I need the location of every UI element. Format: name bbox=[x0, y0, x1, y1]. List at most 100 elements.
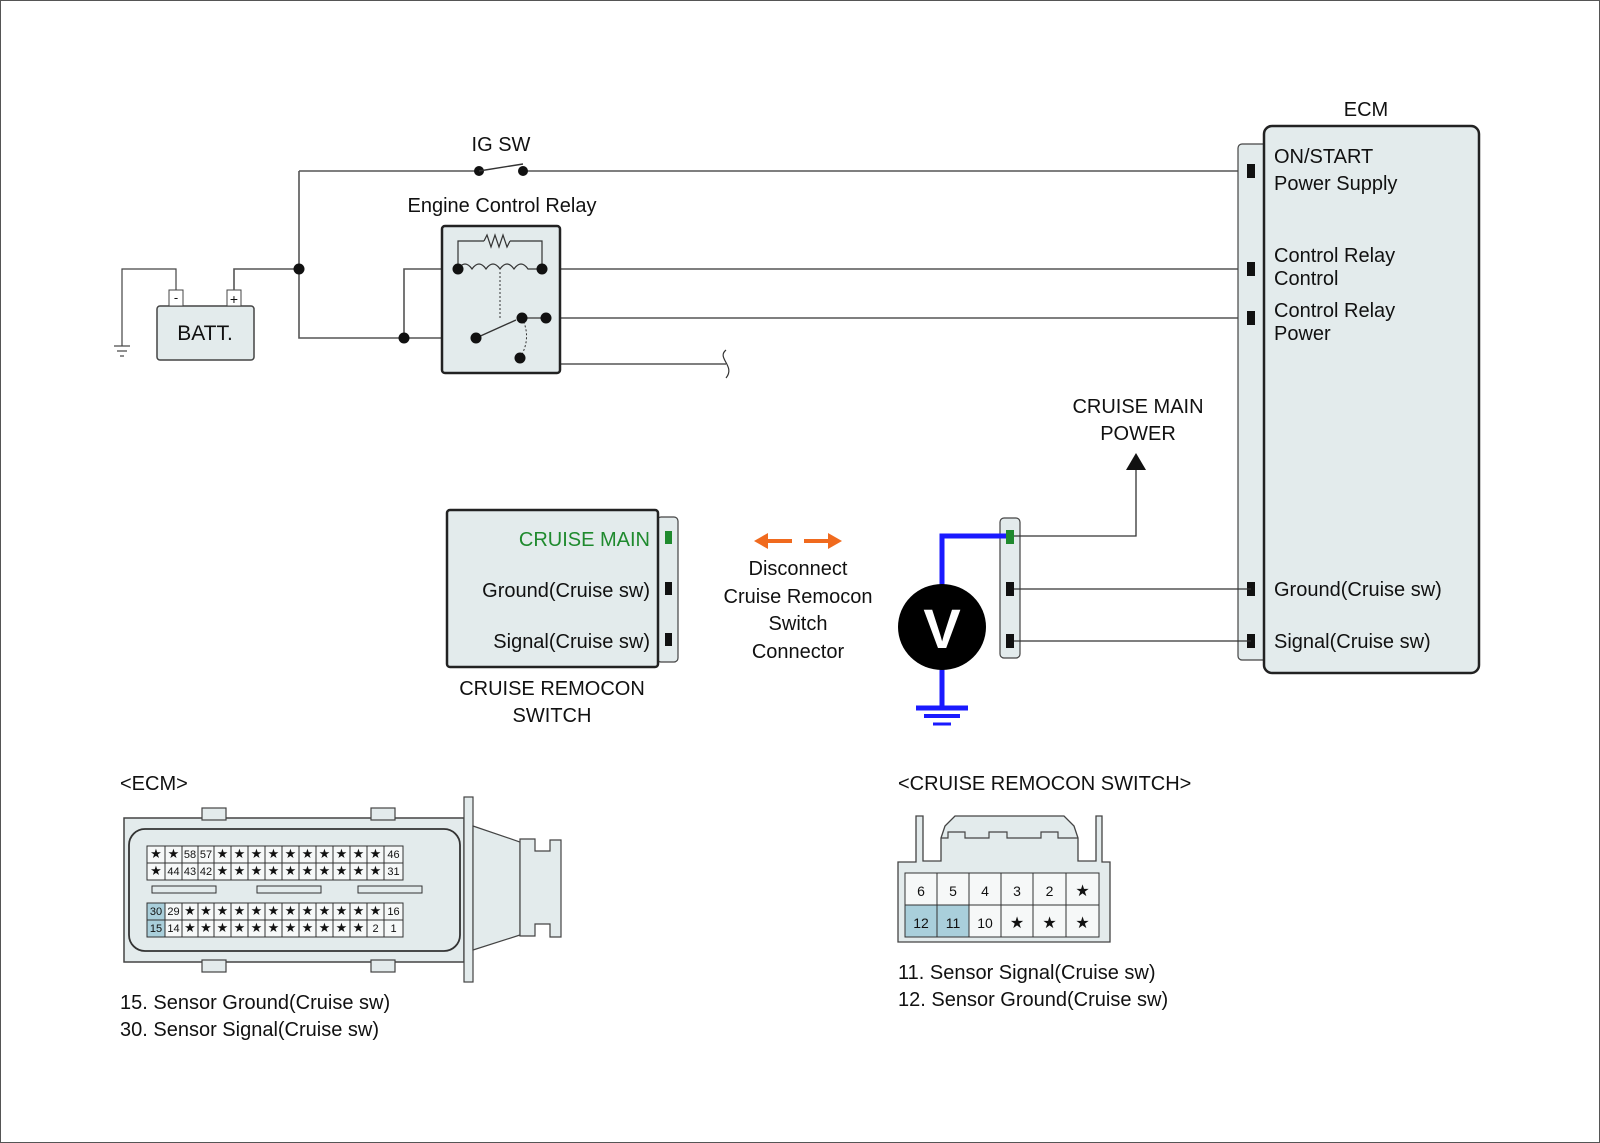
pin-number: ★ bbox=[217, 846, 229, 861]
pin-number: 14 bbox=[167, 923, 179, 935]
switch-pin-label: Signal(Cruise sw) bbox=[493, 631, 650, 653]
pin-cell bbox=[1032, 904, 1067, 938]
ecm-pin-label: Signal(Cruise sw) bbox=[1274, 631, 1431, 653]
pin-cell bbox=[904, 904, 938, 938]
switch-pin-label: Ground(Cruise sw) bbox=[482, 580, 650, 602]
pin-number: 11 bbox=[946, 915, 961, 931]
pin-number: ★ bbox=[1042, 915, 1056, 932]
pin-number: 5 bbox=[949, 883, 957, 899]
pin-number: 46 bbox=[387, 849, 399, 861]
pin-cell bbox=[1032, 872, 1067, 906]
pin-cell bbox=[383, 919, 404, 938]
switch-pin-label-cruise-main: CRUISE MAIN bbox=[519, 529, 650, 551]
switch-pin-ground bbox=[665, 582, 672, 595]
switch-connector-title: <CRUISE REMOCON SWITCH> bbox=[898, 773, 1191, 795]
pin-number: ★ bbox=[150, 846, 162, 861]
pin-number: ★ bbox=[285, 903, 297, 918]
pin-number: ★ bbox=[302, 920, 314, 935]
pin-cell bbox=[1065, 904, 1100, 938]
pin-number: 4 bbox=[981, 883, 989, 899]
svg-text:Disconnect: Disconnect bbox=[749, 558, 848, 580]
pin-number: 3 bbox=[1013, 883, 1021, 899]
cruise-main-power-label: CRUISE MAIN bbox=[1072, 396, 1203, 418]
ecm-pin-label: Ground(Cruise sw) bbox=[1274, 579, 1442, 601]
pin-number: ★ bbox=[370, 903, 382, 918]
arrow-left-icon bbox=[754, 533, 768, 549]
pin-number: ★ bbox=[251, 846, 263, 861]
pin-number: ★ bbox=[353, 863, 365, 878]
cruise-main-power-label: POWER bbox=[1100, 423, 1176, 445]
pin-cell bbox=[1000, 904, 1034, 938]
pin-number: ★ bbox=[1010, 915, 1024, 932]
pin-number: ★ bbox=[200, 903, 212, 918]
svg-text:Connector: Connector bbox=[752, 641, 845, 663]
switch-title: CRUISE REMOCON bbox=[459, 678, 645, 700]
pin-number: ★ bbox=[1075, 915, 1089, 932]
pin-number: 29 bbox=[167, 906, 179, 918]
pin-number: ★ bbox=[150, 863, 162, 878]
pin-number: ★ bbox=[251, 903, 263, 918]
pin-number: ★ bbox=[336, 846, 348, 861]
ecm-pin-on-start bbox=[1247, 164, 1255, 178]
ecm-pin-label: Power bbox=[1274, 323, 1331, 345]
pin-number: ★ bbox=[200, 920, 212, 935]
pin-number: 15 bbox=[150, 923, 162, 935]
harness-connector bbox=[999, 517, 1021, 659]
pin-number: ★ bbox=[234, 863, 246, 878]
pin-number: 30 bbox=[150, 906, 162, 918]
battery: - + BATT. bbox=[156, 289, 255, 361]
pin-number: 1 bbox=[390, 923, 396, 935]
pin-number: ★ bbox=[319, 920, 331, 935]
pin-number: ★ bbox=[268, 863, 280, 878]
pin-number: ★ bbox=[370, 846, 382, 861]
pin-number: ★ bbox=[1075, 883, 1089, 900]
pin-number: ★ bbox=[370, 863, 382, 878]
pin-number: ★ bbox=[234, 903, 246, 918]
pin-number: ★ bbox=[184, 920, 196, 935]
pin-number: ★ bbox=[319, 863, 331, 878]
pin-cell bbox=[968, 872, 1002, 906]
pin-number: 42 bbox=[200, 866, 212, 878]
disconnect-note: Disconnect Cruise Remocon Switch Connect… bbox=[724, 558, 873, 663]
pin-number: ★ bbox=[302, 846, 314, 861]
pin-number: ★ bbox=[234, 920, 246, 935]
harness-wires bbox=[1014, 468, 1251, 642]
cruise-remocon-switch: CRUISE MAIN Ground(Cruise sw) Signal(Cru… bbox=[445, 508, 679, 727]
pin-number: ★ bbox=[302, 863, 314, 878]
pin-number: ★ bbox=[285, 846, 297, 861]
pin-number: 57 bbox=[200, 849, 212, 861]
pin-cell bbox=[936, 872, 970, 906]
pin-number: ★ bbox=[336, 920, 348, 935]
ecm-title: ECM bbox=[1344, 99, 1388, 121]
ig-switch: IG SW bbox=[472, 134, 531, 176]
ecm-connector-legend: 30. Sensor Signal(Cruise sw) bbox=[120, 1019, 379, 1041]
pin-number: ★ bbox=[217, 903, 229, 918]
ecm-pin-label: Control Relay bbox=[1274, 245, 1395, 267]
ecm-connector-legend: 15. Sensor Ground(Cruise sw) bbox=[120, 992, 390, 1014]
pin-number: ★ bbox=[217, 920, 229, 935]
ecm-pin-label: Power Supply bbox=[1274, 173, 1397, 195]
pin-cell bbox=[936, 904, 970, 938]
switch-connector-legend: 11. Sensor Signal(Cruise sw) bbox=[898, 962, 1156, 984]
pin-number: ★ bbox=[251, 920, 263, 935]
ecm-pin-label: ON/START bbox=[1274, 146, 1373, 168]
pin-number: ★ bbox=[285, 920, 297, 935]
battery-negative-terminal: - bbox=[174, 290, 178, 305]
pin-number: ★ bbox=[353, 903, 365, 918]
ecm-pin-label: Control Relay bbox=[1274, 300, 1395, 322]
ground-symbol-battery bbox=[114, 268, 177, 357]
junction-dot bbox=[293, 263, 305, 275]
pin-number: 43 bbox=[184, 866, 196, 878]
ig-sw-label: IG SW bbox=[472, 134, 531, 156]
voltmeter-label: V bbox=[923, 597, 960, 660]
pin-number: 12 bbox=[913, 915, 929, 931]
battery-positive-terminal: + bbox=[230, 291, 238, 307]
pin-number: 31 bbox=[387, 866, 399, 878]
arrow-right-icon bbox=[828, 533, 842, 549]
ecm-pin-label: Control bbox=[1274, 268, 1338, 290]
